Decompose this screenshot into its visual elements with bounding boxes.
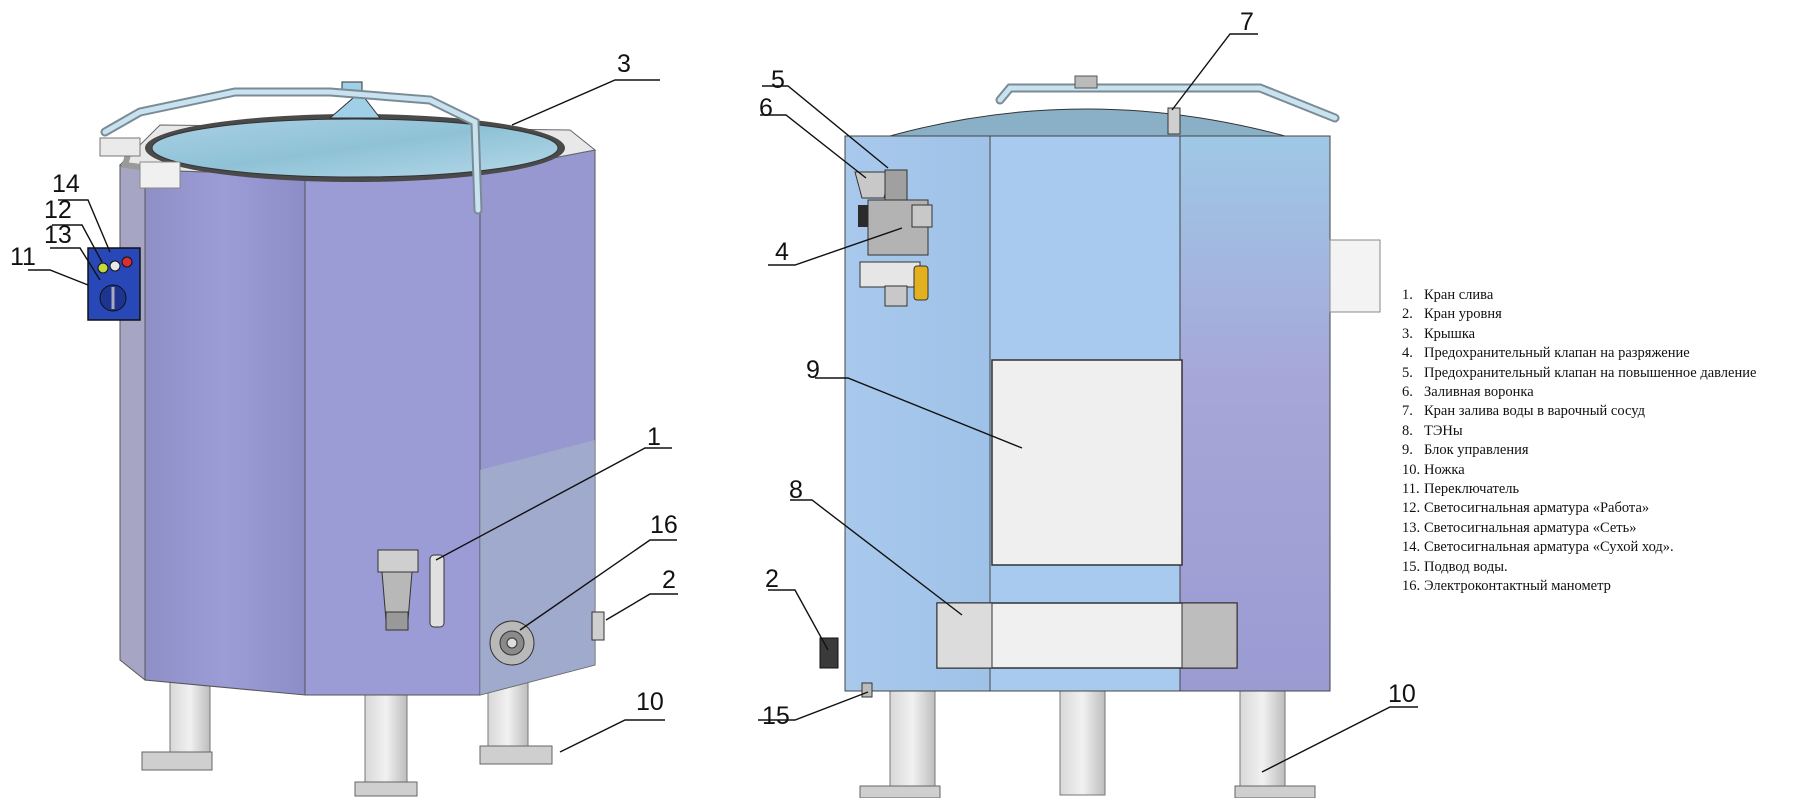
legend-text: Светосигнальная арматура «Сеть» [1424,519,1637,536]
legend-number: 14. [1402,539,1421,556]
legend-number: 16. [1402,578,1421,595]
legend-number: 11. [1402,481,1420,498]
legend-text: Блок управления [1424,442,1529,459]
callout-2-right: 2 [765,565,779,593]
legend-item: 16.Электроконтактный манометр [1402,577,1756,596]
pressure-gauge [489,620,535,666]
legend-text: Подвод воды. [1424,558,1508,575]
heater-box [936,602,1238,669]
callout-8: 8 [789,476,803,504]
callout-5: 5 [771,66,785,94]
legend-text: Кран залива воды в варочный сосуд [1424,403,1645,420]
legend-text: Кран уровня [1424,306,1502,323]
legend-item: 6. Заливная воронка [1402,383,1756,402]
legend-item: 14.Светосигнальная арматура «Сухой ход». [1402,538,1756,557]
right-kettle-legs [859,689,1316,798]
callout-13: 13 [44,221,72,249]
callout-4: 4 [775,238,789,266]
legend-item: 5. Предохранительный клапан на повышенное… [1402,364,1756,383]
callout-14: 14 [52,170,80,198]
callout-2: 2 [662,566,676,594]
left-callout-labels: 3 1 16 2 10 14 12 13 11 [10,50,678,716]
legend-number: 1. [1402,287,1413,303]
legend-number: 6. [1402,384,1413,401]
drain-tap [377,549,445,631]
left-control-panel [87,247,141,321]
right-leader-lines [758,33,1418,773]
legend-item: 13.Светосигнальная арматура «Сеть» [1402,519,1756,538]
legend-item: 11.Переключатель [1402,480,1756,499]
callout-15: 15 [762,702,790,730]
legend-text: Кран слива [1424,287,1494,303]
legend-number: 2. [1402,306,1413,323]
control-block [991,359,1183,566]
legend-text: Электроконтактный манометр [1424,578,1611,595]
legend-item: 3. Крышка [1402,325,1756,344]
legend-item: 10.Ножка [1402,461,1756,480]
legend-text: Светосигнальная арматура «Работа» [1424,500,1650,517]
legend-number: 13. [1402,519,1421,536]
legend-text: Переключатель [1424,481,1520,498]
callout-16: 16 [650,511,678,539]
legend-text: Предохранительный клапан на повышенное д… [1424,364,1757,381]
legend-item: 7. Кран залива воды в варочный сосуд [1402,402,1756,421]
legend-number: 5. [1402,364,1413,381]
callout-3: 3 [617,50,631,78]
legend-text: Предохранительный клапан на разряжение [1424,345,1690,362]
legend-number: 15. [1402,558,1421,575]
legend-item: 2. Кран уровня [1402,305,1756,324]
legend-text: Заливная воронка [1424,384,1534,401]
legend-number: 7. [1402,403,1413,420]
legend-number: 3. [1402,325,1413,342]
legend-text: Ножка [1424,461,1465,478]
legend-text: Крышка [1424,325,1476,342]
legend-item: 8. ТЭНы [1402,422,1756,441]
callout-11: 11 [10,243,36,271]
legend-number: 8. [1402,422,1413,439]
callout-1: 1 [647,423,661,451]
legend-text: ТЭНы [1424,422,1463,439]
legend-number: 12. [1402,500,1421,517]
callout-10-right: 10 [1388,680,1416,708]
right-callout-labels: 7 5 6 4 9 8 2 15 10 [759,8,1416,730]
callout-7: 7 [1240,8,1254,36]
safety-valves [854,169,933,307]
legend-item: 1. Кран слива [1402,286,1756,305]
callout-12: 12 [44,196,72,224]
legend-item: 15.Подвод воды. [1402,558,1756,577]
callout-10: 10 [636,688,664,716]
left-kettle [87,81,605,797]
legend-text: Светосигнальная арматура «Сухой ход». [1424,539,1674,556]
parts-legend: 1. Кран слива 2. Кран уровня 3. Крышка 4. Пр… [1402,286,1756,597]
legend-number: 10. [1402,461,1421,478]
right-kettle [819,75,1381,798]
legend-number: 4. [1402,345,1413,362]
legend-item: 12.Светосигнальная арматура «Работа» [1402,499,1756,518]
callout-6: 6 [759,94,773,122]
legend-item: 9. Блок управления [1402,441,1756,460]
left-leader-lines [28,79,678,753]
callout-9: 9 [806,356,820,384]
legend-item: 4. Предохранительный клапан на разряжение [1402,344,1756,363]
legend-number: 9. [1402,442,1413,459]
